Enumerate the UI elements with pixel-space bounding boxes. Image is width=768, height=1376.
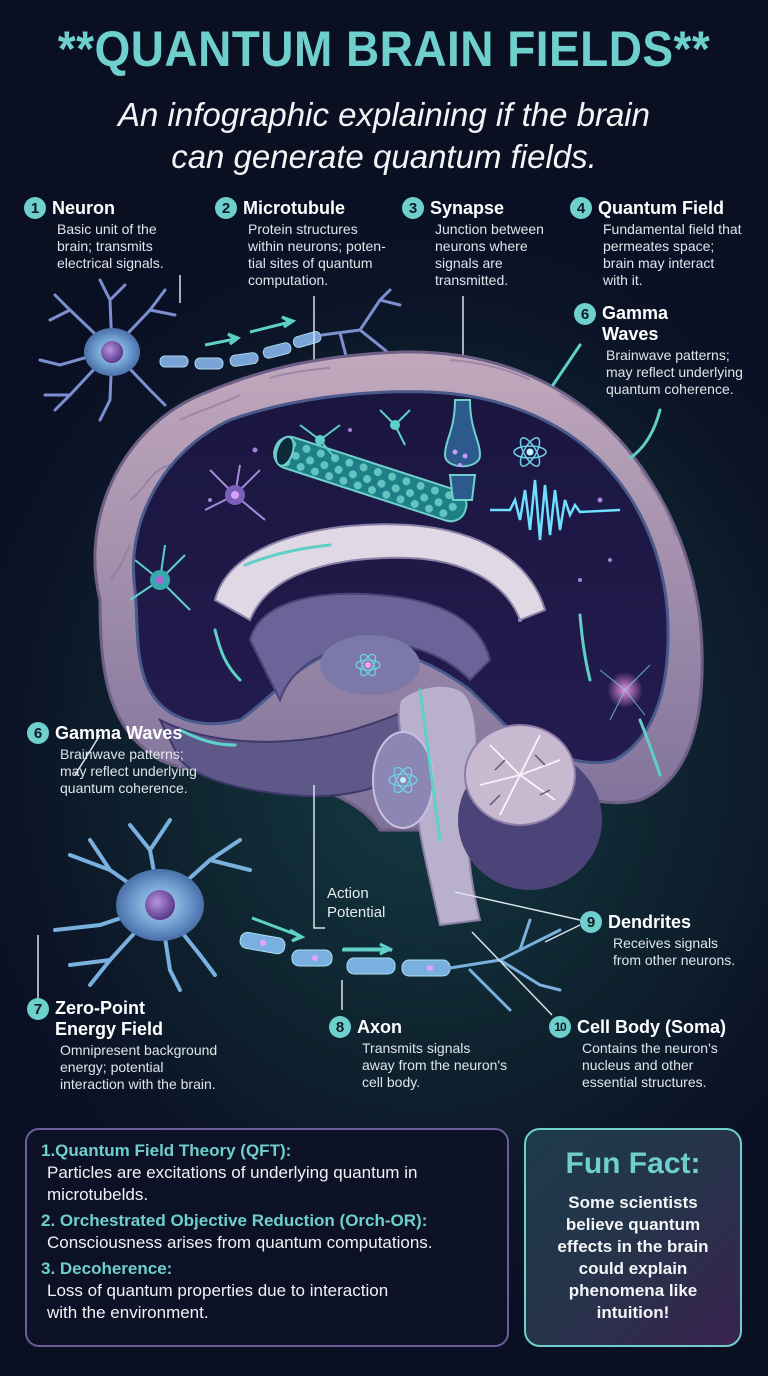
theory-title: 2. Orchestrated Objective Reduction (Orc… <box>41 1211 428 1230</box>
number-badge: 6 <box>574 303 596 325</box>
subtitle-line-2: can generate quantum fields. <box>171 138 597 175</box>
theory-description: Particles are excitations of underlying … <box>47 1163 418 1204</box>
gamma-wave-icon <box>490 479 621 541</box>
microtubule-icon <box>273 435 468 523</box>
theory-title: 1.Quantum Field Theory (QFT): <box>41 1141 292 1160</box>
subtitle-line-1: An infographic explaining if the brain <box>117 96 650 133</box>
number-badge: 4 <box>570 197 592 219</box>
theories-panel: 1.Quantum Field Theory (QFT): Particles … <box>25 1128 509 1347</box>
number-badge: 1 <box>24 197 46 219</box>
number-badge: 3 <box>402 197 424 219</box>
bottom-neuron-icon <box>53 818 562 1012</box>
atom-icon <box>513 437 547 467</box>
synapse-icon <box>443 399 482 501</box>
number-badge: 2 <box>215 197 237 219</box>
top-neuron-icon <box>38 278 402 422</box>
number-badge: 8 <box>329 1016 351 1038</box>
number-badge: 6 <box>27 722 49 744</box>
theory-description: Consciousness arises from quantum comput… <box>47 1233 433 1252</box>
page-subtitle: An infographic explaining if the brain c… <box>0 94 768 178</box>
page-title: **QUANTUM BRAIN FIELDS** <box>57 21 711 77</box>
cerebellum-icon <box>458 724 602 890</box>
number-badge: 7 <box>27 998 49 1020</box>
fun-fact-title: Fun Fact: <box>565 1147 701 1180</box>
number-badge: 9 <box>580 911 602 933</box>
number-badge: 10 <box>549 1016 571 1038</box>
theory-title: 3. Decoherence: <box>41 1259 173 1278</box>
theory-description: Loss of quantum properties due to intera… <box>47 1281 389 1322</box>
